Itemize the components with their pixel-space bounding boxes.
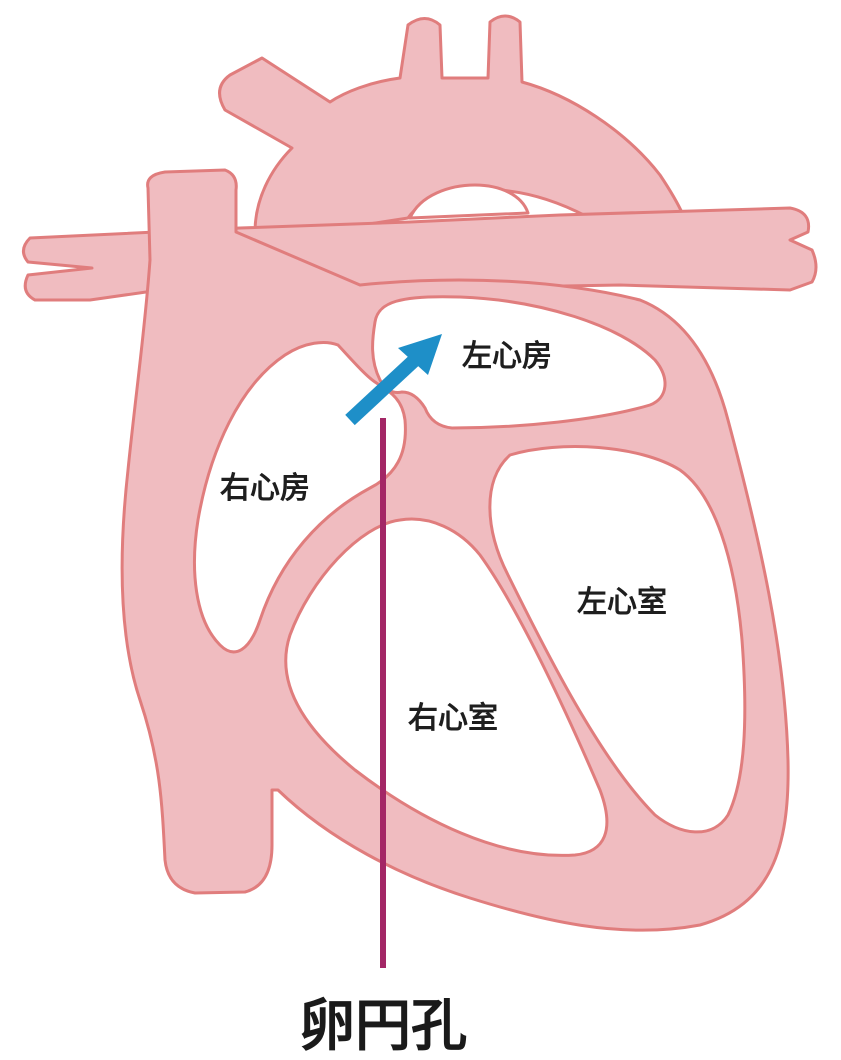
label-foramen-ovale: 卵円孔 bbox=[299, 994, 467, 1059]
label-left-atrium: 左心房 bbox=[462, 339, 552, 374]
label-right-ventricle: 右心室 bbox=[408, 701, 498, 736]
label-left-ventricle: 左心室 bbox=[577, 585, 667, 620]
label-right-atrium: 右心房 bbox=[220, 471, 310, 506]
